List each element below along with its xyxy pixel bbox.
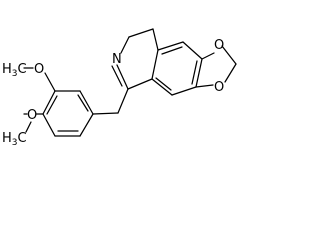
- bond-c8-c8a: [151, 78, 173, 96]
- bond-c6-o-top: [201, 52, 215, 60]
- methoxy-2-h: H: [2, 131, 12, 146]
- bond-c1-c8a: [127, 78, 153, 90]
- methoxy-1-h: H: [2, 62, 12, 77]
- oxygen-dioxole-top-label: O: [214, 38, 224, 53]
- methoxy-1-group-label: H3C: [2, 62, 27, 79]
- methoxy-1-c: C: [18, 62, 27, 77]
- bond-n2-c3: [120, 36, 130, 54]
- chemical-structure-diagram: N O O O O H3C H3C: [2, 28, 237, 148]
- bond-c1-ch2: [117, 88, 129, 114]
- bond-o-top-ch2: [221, 45, 237, 65]
- bond-ar6-ar1: [79, 113, 94, 137]
- oxygen-dioxole-bottom-label: O: [214, 80, 224, 95]
- bond-c4-c4a: [152, 28, 159, 51]
- methoxy-2-c: C: [18, 131, 27, 146]
- bond-ar1-ar2: [79, 90, 94, 115]
- bond-o-bottom-c7: [195, 84, 214, 88]
- atom-labels: N O O O O H3C H3C: [2, 38, 224, 148]
- bond-o2-ch3-tail: [25, 121, 32, 133]
- bond-ar3-ar4-inner: [46, 95, 58, 115]
- bond-c1-n2-double-a: [116, 64, 129, 90]
- bond-c3-c4: [128, 28, 154, 38]
- methoxy-1-subscript: 3: [12, 69, 18, 79]
- bond-ch2-o-bottom: [224, 63, 237, 83]
- methoxy-2-group-label: H3C: [2, 131, 27, 148]
- bond-c4a-c5: [157, 41, 184, 51]
- bond-c4a-c5-inner: [161, 46, 183, 55]
- bond-c8-c8a-inner: [155, 77, 172, 91]
- bond-c1-n2-double-b: [111, 65, 123, 87]
- bond-ar4-ar5: [42, 113, 56, 137]
- methoxy-2-subscript: 3: [12, 138, 18, 148]
- bond-c6-c7-inner: [191, 60, 198, 85]
- bond-ar1-ar2-inner: [77, 94, 89, 112]
- bond-c6-c7: [195, 58, 203, 88]
- oxygen-methoxy-2-label: O: [27, 108, 37, 123]
- bond-c7-c8: [171, 86, 197, 96]
- bond-ar3-ar4: [42, 90, 56, 115]
- bond-c5-c6: [182, 41, 203, 60]
- bonds: [23, 28, 237, 137]
- bond-ar3-o1: [44, 72, 56, 92]
- oxygen-methoxy-1-label: O: [34, 62, 44, 77]
- nitrogen-label: N: [112, 52, 122, 67]
- bond-c4a-c8a: [151, 49, 159, 80]
- bond-ch2-aryl: [92, 112, 119, 115]
